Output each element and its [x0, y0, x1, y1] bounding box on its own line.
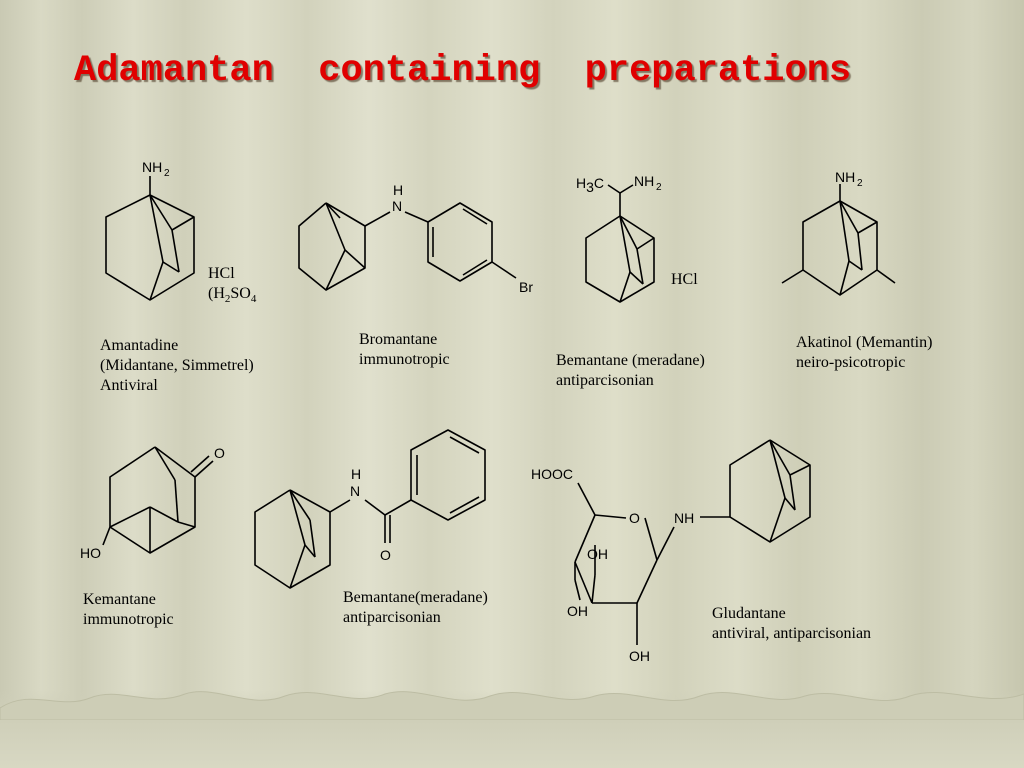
bromantane-caption: Bromantane immunotropic	[359, 330, 450, 370]
caption-line: immunotropic	[83, 611, 174, 628]
imine-h-label: H	[393, 182, 403, 198]
kemantane-structure: O HO	[80, 445, 225, 561]
amantadine-structure: NH 2	[105, 159, 195, 301]
nitrogen-label: N	[392, 198, 402, 214]
bromine-label: Br	[519, 279, 533, 295]
amine-label: NH	[142, 159, 162, 175]
caption-line: (Midantane, Simmetrel)	[100, 357, 254, 374]
caption-line: Bemantane (meradane)	[556, 352, 705, 369]
bemantane-structure-bottom: H N O	[254, 429, 486, 589]
kemantane-caption: Kemantane immunotropic	[83, 590, 174, 630]
amine-label: NH	[634, 173, 654, 189]
nh-label: NH	[674, 510, 694, 526]
amantadine-caption: Amantadine (Midantane, Simmetrel) Antivi…	[100, 336, 254, 396]
akatinol-caption: Akatinol (Memantin) neiro-psicotropic	[796, 333, 932, 373]
bemantane-structure-top: H3C NH 2	[576, 173, 662, 303]
amine-subscript: 2	[164, 168, 170, 179]
oxo-label: O	[214, 445, 225, 461]
curtain-wave-decoration	[0, 691, 1024, 720]
caption-line: antiparcisonian	[556, 372, 654, 389]
nitrogen-label: N	[350, 483, 360, 499]
imine-h-label: H	[351, 466, 361, 482]
amine-label: NH	[835, 169, 855, 185]
hydroxyl-label: OH	[587, 546, 608, 562]
bemantane-caption-top: Bemantane (meradane) antiparcisonian	[556, 351, 705, 391]
caption-line: Akatinol (Memantin)	[796, 334, 933, 351]
caption-line: neiro-psicotropic	[796, 354, 906, 371]
akatinol-structure: NH 2	[781, 169, 896, 296]
carboxyl-label: HOOC	[531, 466, 573, 482]
caption-line: immunotropic	[359, 351, 450, 368]
amine-subscript: 2	[656, 182, 662, 193]
bromantane-structure: H N Br	[298, 182, 533, 295]
hydroxyl-label: OH	[567, 603, 588, 619]
slide-title: Adamantan containing preparations	[74, 50, 852, 92]
caption-line: Gludantane	[712, 605, 786, 622]
salt-hcl: HCl	[208, 265, 235, 282]
salt-hcl: HCl	[671, 271, 698, 288]
caption-line: Bromantane	[359, 331, 438, 348]
gludantane-structure: HOOC O NH OH OH OH	[531, 439, 811, 664]
bemantane-caption-bottom: Bemantane(meradane) antiparcisonian	[343, 588, 488, 628]
caption-line: Kemantane	[83, 591, 156, 608]
bemantane-salt: HCl	[671, 270, 698, 290]
caption-line: Amantadine	[100, 337, 179, 354]
salt-sulfate: (H2SO4	[208, 285, 257, 306]
caption-line: antiviral, antiparcisonian	[712, 625, 872, 642]
caption-line: Antiviral	[100, 377, 158, 394]
ring-oxygen-label: O	[629, 510, 640, 526]
amantadine-salt: HCl (H2SO4	[208, 264, 256, 309]
caption-line: antiparcisonian	[343, 609, 441, 626]
hydroxy-label: HO	[80, 545, 101, 561]
caption-line: Bemantane(meradane)	[343, 589, 488, 606]
amine-subscript: 2	[857, 178, 863, 189]
methyl-label: H3C	[576, 175, 604, 195]
gludantane-caption: Gludantane antiviral, antiparcisonian	[712, 604, 871, 644]
carbonyl-oxygen-label: O	[380, 547, 391, 563]
hydroxyl-label: OH	[629, 648, 650, 664]
